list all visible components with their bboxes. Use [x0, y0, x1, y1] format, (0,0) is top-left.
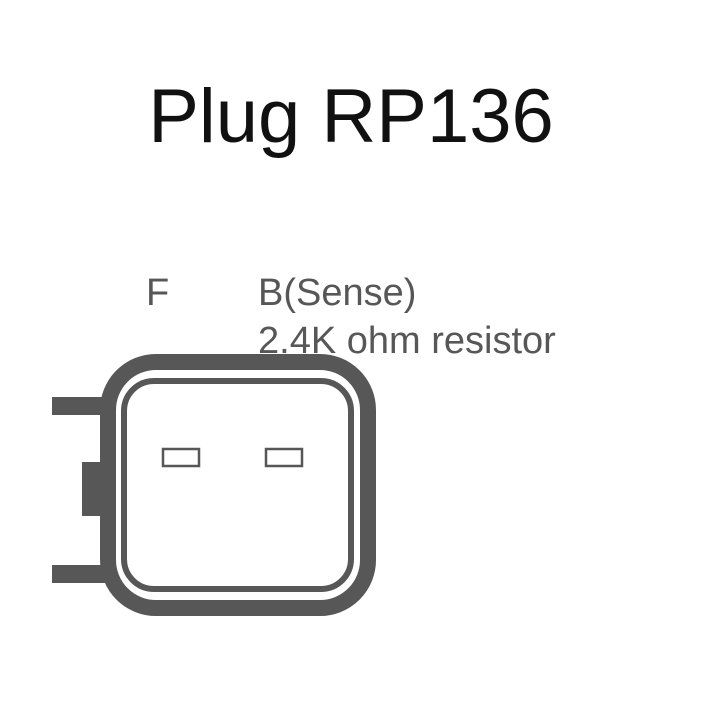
pin-b-label: B(Sense) — [258, 272, 417, 314]
plug-outer-housing — [100, 354, 376, 616]
terminal-f — [161, 447, 201, 468]
pin-f-label: F — [146, 272, 170, 314]
mounting-bracket — [52, 397, 108, 583]
diagram-title: Plug RP136 — [148, 74, 554, 159]
terminal-b — [264, 447, 304, 468]
bracket-bottom-arm — [52, 565, 108, 583]
plug-inner-face — [121, 378, 354, 592]
bracket-top-arm — [52, 397, 108, 415]
